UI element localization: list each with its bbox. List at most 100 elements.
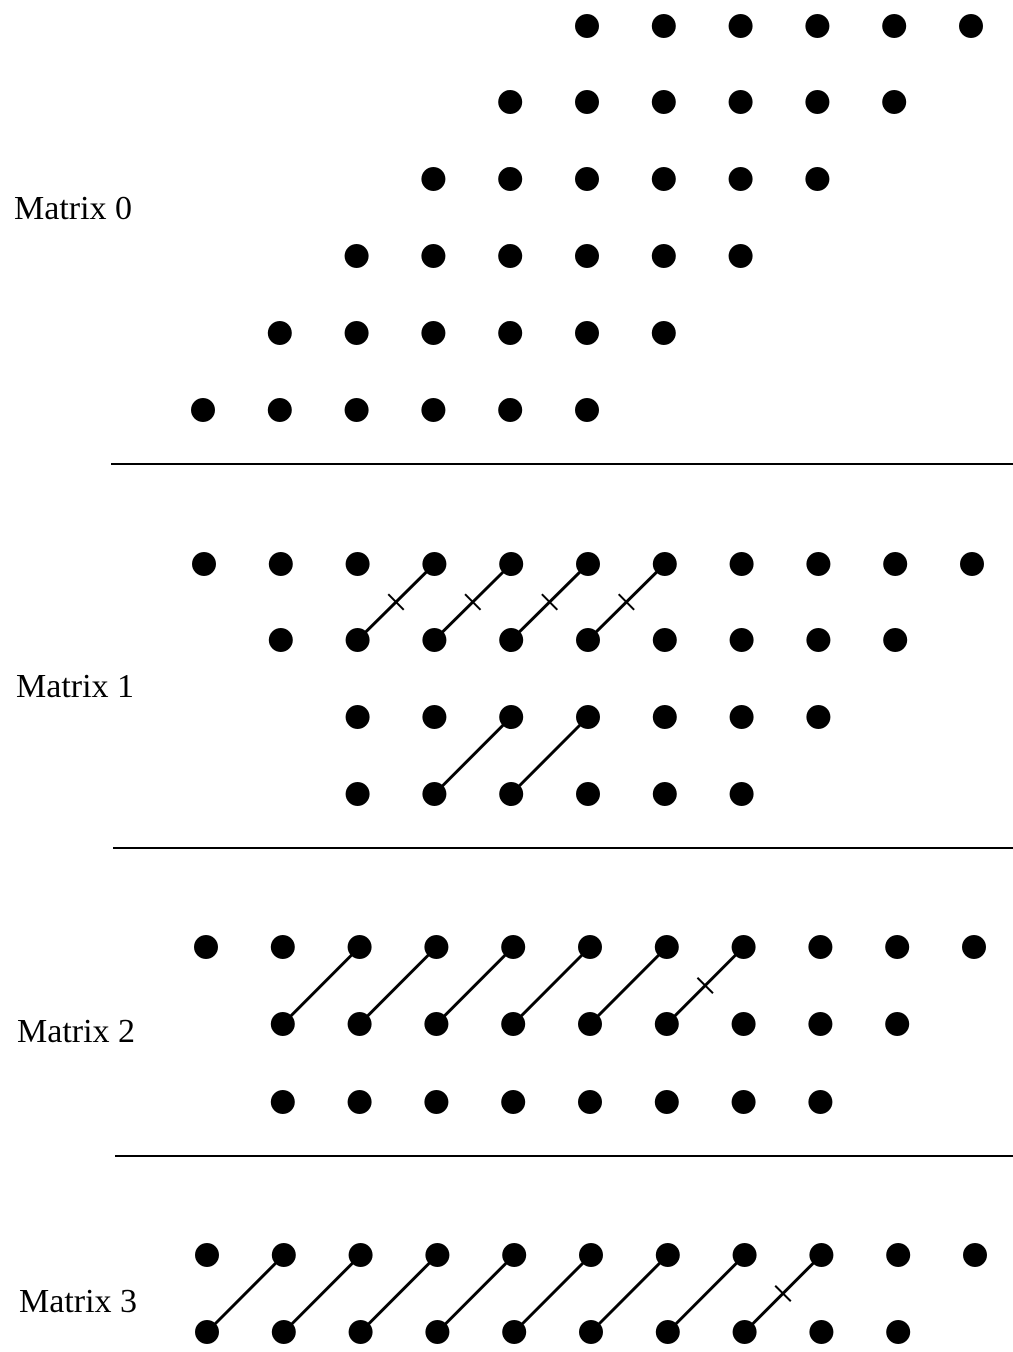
matrix-dot (885, 935, 910, 959)
matrix-dot (345, 552, 370, 576)
matrix-dot (270, 1090, 295, 1114)
matrix-dot (732, 1320, 757, 1344)
matrix-2-panel: Matrix 2 (17, 935, 986, 1114)
matrix-dot (579, 1320, 603, 1344)
matrix-2-grid (194, 935, 986, 1114)
matrix-dot (731, 1090, 756, 1114)
link-line (358, 945, 438, 1026)
matrix-dot (502, 1243, 527, 1267)
matrix-dot (729, 628, 754, 652)
matrix-dot (809, 1320, 834, 1344)
matrix-dot (191, 398, 215, 422)
matrix-1-panel: Matrix 1 (16, 552, 984, 806)
matrix-dot (347, 1012, 372, 1036)
matrix-dot (192, 552, 216, 576)
matrix-dot (806, 628, 831, 652)
matrix-dot (424, 1090, 449, 1114)
matrix-dot (267, 398, 292, 422)
matrix-dot (421, 244, 446, 268)
matrix-dot (425, 1320, 450, 1344)
matrix-dot (578, 1012, 602, 1036)
matrix-dot (576, 552, 600, 576)
matrix-dot (499, 628, 524, 652)
matrix-dot (651, 90, 676, 114)
matrix-2-label: Matrix 2 (17, 1013, 135, 1050)
matrix-dot (422, 705, 447, 729)
matrix-dot (962, 935, 986, 959)
matrix-dot (575, 321, 599, 345)
matrix-dot (652, 705, 677, 729)
matrix-dot (499, 705, 524, 729)
matrix-dot (345, 628, 370, 652)
matrix-dot (576, 705, 600, 729)
matrix-dot (651, 244, 676, 268)
matrix-dot (963, 1243, 987, 1267)
matrix-dot (421, 398, 446, 422)
link-line (512, 945, 592, 1026)
matrix-dot (575, 167, 599, 191)
matrix-dot (270, 1012, 295, 1036)
matrix-dot (651, 321, 676, 345)
matrix-0-panel: Matrix 0 (14, 14, 983, 422)
matrix-dot (652, 628, 677, 652)
matrix-dot (422, 628, 447, 652)
matrix-dot (501, 1090, 526, 1114)
matrix-dot (195, 1243, 219, 1267)
matrix-dot (809, 1243, 834, 1267)
matrix-dot (499, 782, 524, 806)
matrix-1-label: Matrix 1 (16, 668, 134, 705)
matrix-dot (344, 321, 369, 345)
matrix-dot (347, 935, 372, 959)
matrix-dot (345, 782, 370, 806)
matrix-dot (421, 167, 446, 191)
matrix-dot (194, 935, 218, 959)
matrix-dot (498, 90, 523, 114)
matrix-dot (731, 1012, 756, 1036)
matrix-dot (651, 14, 676, 38)
link-line (589, 1253, 669, 1334)
matrix-dot (728, 244, 753, 268)
matrix-3-panel: Matrix 3 (19, 1243, 987, 1344)
matrix-dot (654, 935, 679, 959)
matrix-dot (728, 90, 753, 114)
matrix-dot (729, 552, 754, 576)
matrix-dot (808, 1090, 833, 1114)
matrix-dot (883, 628, 908, 652)
matrix-3-grid (195, 1243, 987, 1344)
matrix-dot (652, 552, 677, 576)
matrix-dot (886, 1243, 911, 1267)
matrix-dot (655, 1243, 680, 1267)
matrix-dot (348, 1320, 373, 1344)
matrix-dot (498, 167, 523, 191)
cross-tick-mark (541, 593, 559, 611)
matrix-dot (501, 935, 526, 959)
matrix-dot (421, 321, 446, 345)
link-line (359, 1253, 439, 1334)
matrix-dot (502, 1320, 527, 1344)
cross-tick-mark (617, 593, 635, 611)
matrix-0-grid (191, 14, 983, 422)
matrix-dot (578, 1090, 602, 1114)
matrix-dot (344, 244, 369, 268)
matrix-dot (805, 167, 830, 191)
matrix-dot (576, 628, 600, 652)
matrix-1-grid (192, 552, 984, 806)
link-line (666, 1253, 746, 1334)
matrix-dot (960, 552, 984, 576)
matrix-dot (883, 552, 908, 576)
link-line (205, 1253, 285, 1334)
matrix-dot (498, 244, 523, 268)
matrix-dot (268, 628, 293, 652)
matrix-dot (805, 90, 830, 114)
matrix-dot (195, 1320, 219, 1344)
matrix-dot (424, 1012, 449, 1036)
matrix-dot (422, 552, 447, 576)
matrix-dot (575, 90, 599, 114)
matrix-dot (498, 321, 523, 345)
matrix-dot (959, 14, 983, 38)
matrix-dot (271, 1320, 296, 1344)
matrix-dot (805, 14, 830, 38)
matrix-dot (731, 935, 756, 959)
matrix-dot (498, 398, 523, 422)
